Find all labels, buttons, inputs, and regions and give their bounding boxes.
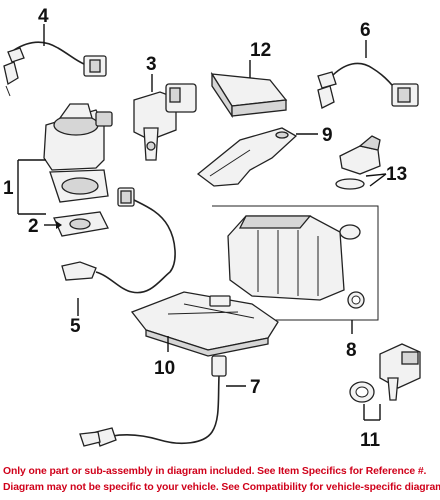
callout-13: 13 xyxy=(386,164,407,185)
callout-3: 3 xyxy=(146,54,157,75)
callout-11: 11 xyxy=(360,430,381,451)
callout-9: 9 xyxy=(322,125,333,146)
callout-7: 7 xyxy=(250,377,261,398)
oxygen-sensor-upper-right xyxy=(317,62,419,109)
callout-4: 4 xyxy=(38,6,49,27)
callout-6: 6 xyxy=(360,20,371,41)
disclaimer-footer: Only one part or sub-assembly in diagram… xyxy=(0,464,440,500)
oxygen-sensor-upper-left xyxy=(3,41,107,97)
heat-shield-bracket xyxy=(196,127,298,187)
tray-plate xyxy=(130,291,279,357)
oxygen-sensor-mid-left xyxy=(61,187,176,294)
egr-gasket xyxy=(53,211,109,237)
disclaimer-line-1: Only one part or sub-assembly in diagram… xyxy=(3,466,427,477)
vacuum-solenoid xyxy=(133,83,197,161)
control-module xyxy=(210,71,288,119)
parts-diagram: 4 1 2 3 12 6 xyxy=(3,6,421,451)
sensor-with-oring xyxy=(349,343,421,403)
callout-8: 8 xyxy=(346,340,357,361)
egr-valve xyxy=(43,103,113,203)
callout-10: 10 xyxy=(154,358,175,379)
callout-2: 2 xyxy=(28,216,39,237)
canister-box xyxy=(212,205,379,321)
callout-5: 5 xyxy=(70,316,81,337)
oxygen-sensor-lower xyxy=(79,355,227,447)
filler-cap xyxy=(335,135,381,190)
disclaimer-line-2: Diagram may not be specific to your vehi… xyxy=(3,482,440,493)
callout-12: 12 xyxy=(250,40,271,61)
callout-1: 1 xyxy=(3,178,14,199)
